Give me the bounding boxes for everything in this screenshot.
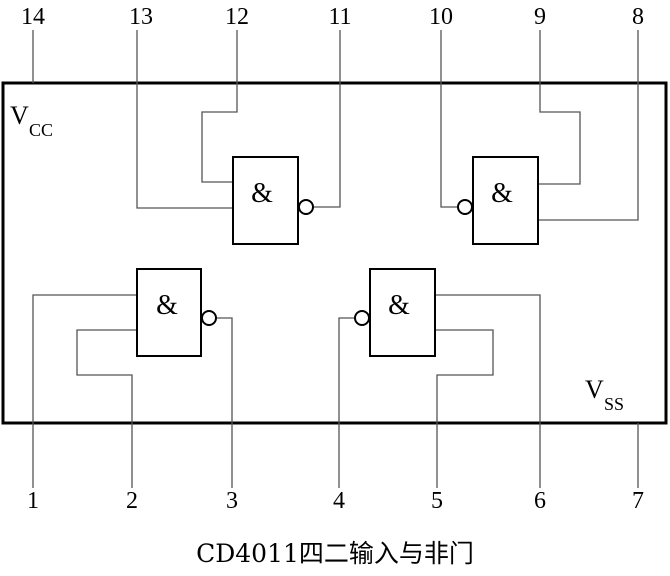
- gate-b: &: [440, 30, 639, 245]
- pin-label-2: 2: [126, 488, 138, 514]
- gate-symbol: &: [156, 290, 178, 321]
- pin-label-5: 5: [431, 488, 443, 514]
- pin-label-3: 3: [226, 488, 238, 514]
- gate-symbol: &: [251, 178, 273, 209]
- inverter-bubble: [457, 199, 473, 215]
- nand-gate-body: [136, 268, 202, 357]
- inverter-bubble: [354, 310, 370, 326]
- pin-label-14: 14: [21, 4, 45, 30]
- wire-pin13: [136, 30, 233, 209]
- top-pin-lines: [32, 30, 639, 83]
- inverter-bubble: [201, 310, 217, 326]
- pin-label-4: 4: [333, 488, 345, 514]
- pin-label-13: 13: [129, 4, 153, 30]
- pin-label-8: 8: [632, 4, 644, 30]
- vcc-main: V: [10, 101, 29, 130]
- wire-pin10: [440, 30, 457, 208]
- wire-pin5: [435, 329, 494, 488]
- nand-gate-body: [369, 268, 436, 357]
- pin-label-11: 11: [328, 4, 351, 30]
- wire-pin8: [538, 83, 639, 221]
- gate-c: &: [32, 268, 233, 488]
- pin-label-12: 12: [225, 4, 249, 30]
- vcc-sub: CC: [29, 120, 53, 140]
- vss-main: V: [585, 375, 604, 404]
- pin-label-10: 10: [429, 4, 453, 30]
- gate-a: &: [136, 30, 341, 245]
- vcc-label: V CC: [10, 101, 53, 140]
- pin-label-7: 7: [632, 488, 644, 514]
- diagram-caption: CD4011四二输入与非门: [196, 539, 474, 568]
- pin-label-1: 1: [27, 488, 39, 514]
- wire-pin9: [538, 30, 581, 185]
- pin-label-6: 6: [534, 488, 546, 514]
- pin-label-9: 9: [534, 4, 546, 30]
- nand-gate-body: [232, 156, 299, 245]
- gate-symbol: &: [388, 290, 410, 321]
- inverter-bubble: [298, 199, 314, 215]
- nand-gate-body: [472, 156, 539, 245]
- wire-pin1: [32, 294, 137, 488]
- wire-pin4: [338, 317, 354, 488]
- wire-pin3: [217, 317, 233, 488]
- wire-pin12: [201, 30, 238, 183]
- top-pin-labels: 14 13 12 11 10 9 8: [21, 4, 644, 30]
- wire-pin11: [314, 30, 341, 208]
- bottom-pin-labels: 1 2 3 4 5 6 7: [27, 488, 644, 514]
- vss-sub: SS: [604, 394, 624, 414]
- gate-symbol: &: [491, 178, 513, 209]
- vss-label: V SS: [585, 375, 624, 414]
- chip-outline: [1, 81, 668, 425]
- gate-d: &: [338, 268, 541, 488]
- wire-pin2: [76, 329, 137, 488]
- wire-pin6: [435, 294, 541, 488]
